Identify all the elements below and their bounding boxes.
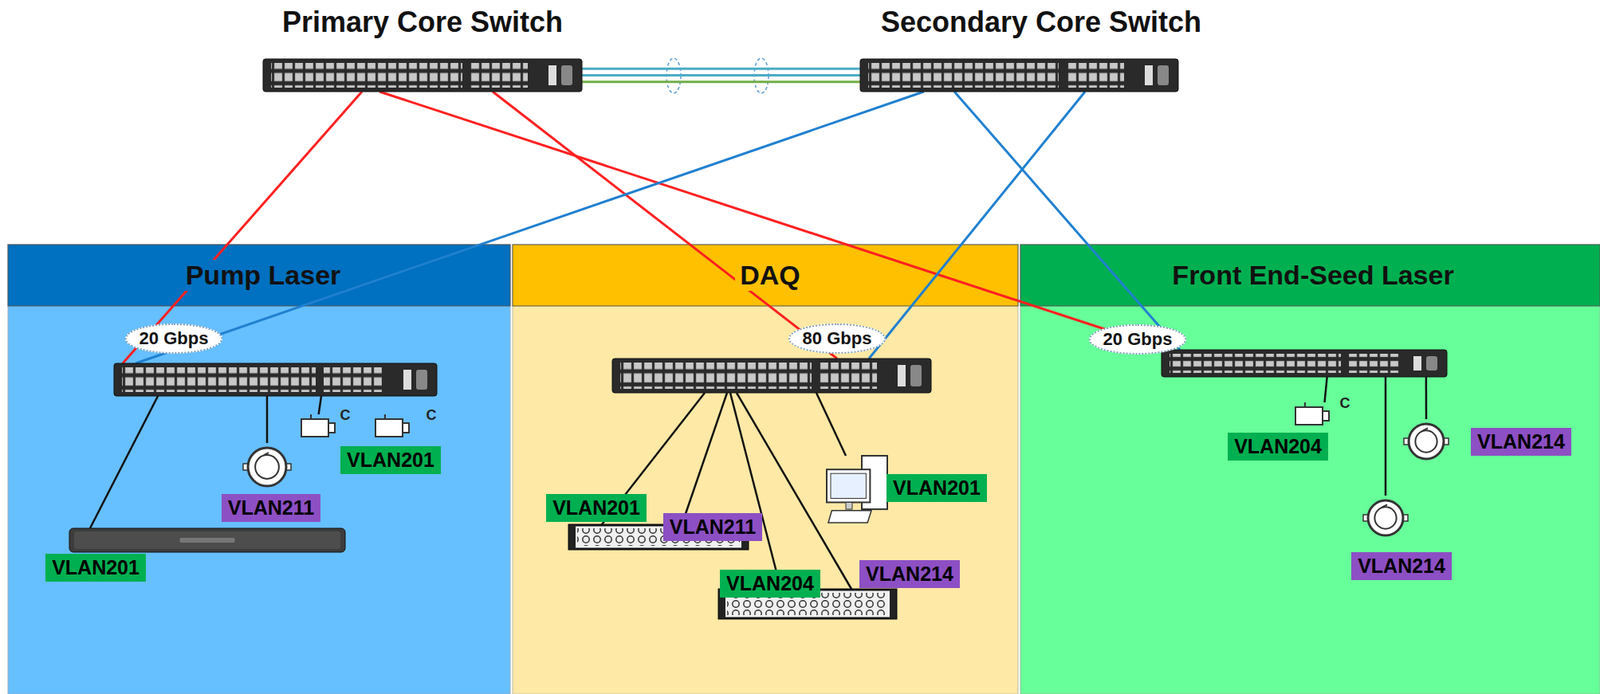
vlan-tag: VLAN201 <box>546 494 647 523</box>
vlan-tag: VLAN214 <box>859 560 960 589</box>
core-switch: Primary Core Switch <box>263 58 582 92</box>
access-switch: 20 Gbps <box>114 363 437 397</box>
uplink-cable <box>379 91 1168 350</box>
access-switch: 80 Gbps <box>612 358 932 394</box>
uplink-cable <box>954 91 1180 350</box>
vlan-tag: VLAN201 <box>340 446 441 475</box>
device-cable <box>266 396 269 444</box>
camera: VLAN204 <box>1287 402 1337 429</box>
camera-letter: C <box>340 407 351 425</box>
laser-device: VLAN214 <box>1363 495 1408 541</box>
device-cable <box>1384 377 1388 496</box>
pc-icon <box>826 456 891 525</box>
switch-icon <box>263 58 582 92</box>
area-region: Pump Laser20 GbpsVLAN201VLAN211VLAN201 <box>7 244 511 694</box>
daq-region <box>512 244 1019 694</box>
device-cable <box>1324 377 1328 403</box>
pump-region <box>7 244 511 694</box>
rack-server: VLAN201VLAN211 <box>569 525 748 550</box>
vlan-tag: VLAN201 <box>45 554 146 582</box>
circle-icon <box>243 443 291 492</box>
fe-header <box>1020 244 1600 307</box>
vlan-tag: VLAN214 <box>1470 428 1572 457</box>
area-heading: DAQ <box>735 259 806 291</box>
workstation: VLAN201 <box>826 456 891 525</box>
uplink-cable <box>868 91 1086 359</box>
area-region: DAQ80 GbpsVLAN201VLAN211VLAN204VLAN214VL… <box>512 244 1019 694</box>
camera-letter: C <box>426 407 437 425</box>
core-switch: Secondary Core Switch <box>860 58 1179 92</box>
switch-icon <box>612 358 932 394</box>
device-title: Secondary Core Switch <box>880 5 1202 40</box>
device-cable <box>730 393 782 590</box>
laser-device: VLAN211 <box>243 443 291 492</box>
bandwidth-label: 80 Gbps <box>788 323 887 354</box>
camera-pair: VLAN201 <box>298 414 415 441</box>
core-link <box>581 67 861 71</box>
rack-server: VLAN201 <box>69 528 346 553</box>
area-heading: Pump Laser <box>180 259 346 291</box>
switch-icon <box>1161 349 1447 378</box>
device-cable <box>318 396 322 415</box>
device-cable <box>816 393 846 457</box>
core-link <box>581 74 861 77</box>
dell-icon <box>69 528 346 553</box>
device-cable <box>1425 377 1428 420</box>
switch-icon <box>114 363 437 397</box>
device-cable <box>90 396 158 529</box>
device-cable <box>681 393 728 526</box>
core-link-bundle <box>581 68 861 82</box>
vlan-tag: VLAN211 <box>221 494 321 523</box>
vlan-tag: VLAN201 <box>886 474 987 503</box>
device-title: Primary Core Switch <box>282 5 563 40</box>
vlan-tag: VLAN214 <box>1351 552 1452 581</box>
laser-device: VLAN214 <box>1403 419 1449 464</box>
bandwidth-label: 20 Gbps <box>1088 324 1188 355</box>
access-switch: 20 Gbps <box>1161 349 1447 378</box>
circle-icon <box>1363 495 1408 541</box>
area-region: Front End-Seed Laser20 GbpsVLAN204VLAN21… <box>1020 244 1600 694</box>
circle-icon <box>1403 419 1449 464</box>
camera-letter: C <box>1340 395 1351 413</box>
pump-header <box>7 244 511 307</box>
uplink-cable <box>135 91 924 364</box>
fe-region <box>1020 244 1600 694</box>
uplink-cable <box>122 91 362 364</box>
vlan-tag: VLAN211 <box>663 513 763 542</box>
cam1-icon <box>1287 402 1337 429</box>
bandwidth-label: 20 Gbps <box>125 323 224 354</box>
vlan-tag: VLAN204 <box>1227 432 1329 461</box>
rack-server: VLAN204VLAN214 <box>719 589 897 619</box>
area-heading: Front End-Seed Laser <box>1167 259 1459 291</box>
switch-icon <box>860 58 1179 92</box>
vlan-tag: VLAN204 <box>719 570 821 598</box>
cam2-icon <box>298 414 415 441</box>
core-link <box>581 80 861 83</box>
